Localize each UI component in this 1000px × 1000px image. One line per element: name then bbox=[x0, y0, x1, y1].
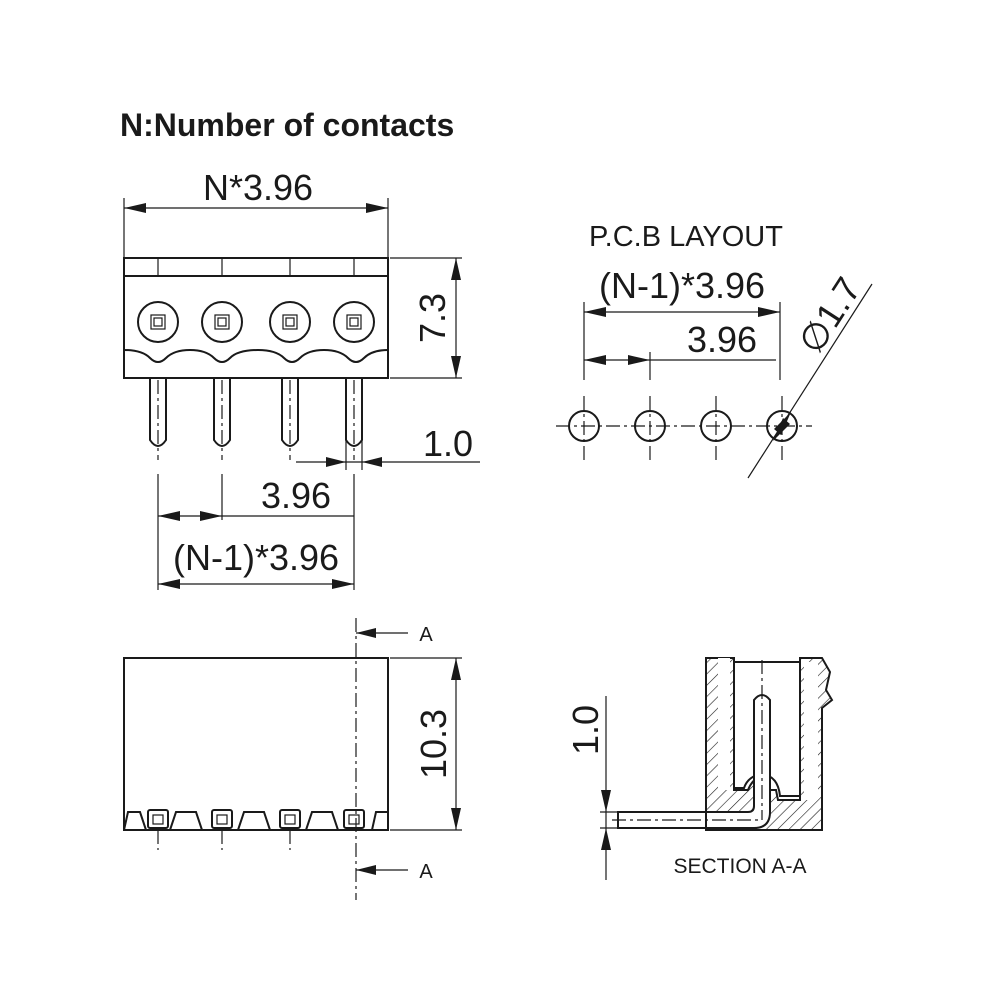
front-view: N*3.96 bbox=[123, 167, 480, 590]
section-view: 1.0 SECTION A-A bbox=[565, 657, 834, 880]
bottom-contacts bbox=[147, 809, 365, 850]
front-span-label: (N-1)*3.96 bbox=[173, 537, 339, 578]
section-mark-top: A bbox=[419, 624, 433, 646]
drawing-title: N:Number of contacts bbox=[120, 107, 454, 143]
section-mark-bottom: A bbox=[419, 861, 433, 883]
pcb-span-label: (N-1)*3.96 bbox=[599, 265, 765, 306]
pcb-holes bbox=[568, 396, 798, 460]
front-height-label: 7.3 bbox=[412, 293, 453, 343]
pcb-layout: P.C.B LAYOUT (N-1)*3.96 3.96 ∅1.7 bbox=[556, 221, 873, 479]
pcb-hole-label: ∅1.7 bbox=[790, 270, 869, 361]
section-pin-label: 1.0 bbox=[565, 705, 606, 755]
pcb-title: P.C.B LAYOUT bbox=[589, 221, 783, 253]
section-caption: SECTION A-A bbox=[673, 855, 806, 878]
front-screw-holes bbox=[137, 301, 375, 343]
front-pins bbox=[149, 378, 363, 460]
pcb-pitch-label: 3.96 bbox=[687, 319, 757, 360]
front-pitch-label: 3.96 bbox=[261, 475, 331, 516]
bottom-height-label: 10.3 bbox=[413, 709, 454, 779]
bottom-view: A A 10.3 bbox=[123, 618, 462, 900]
front-pin-width-label: 1.0 bbox=[423, 423, 473, 464]
front-width-label: N*3.96 bbox=[203, 167, 313, 208]
